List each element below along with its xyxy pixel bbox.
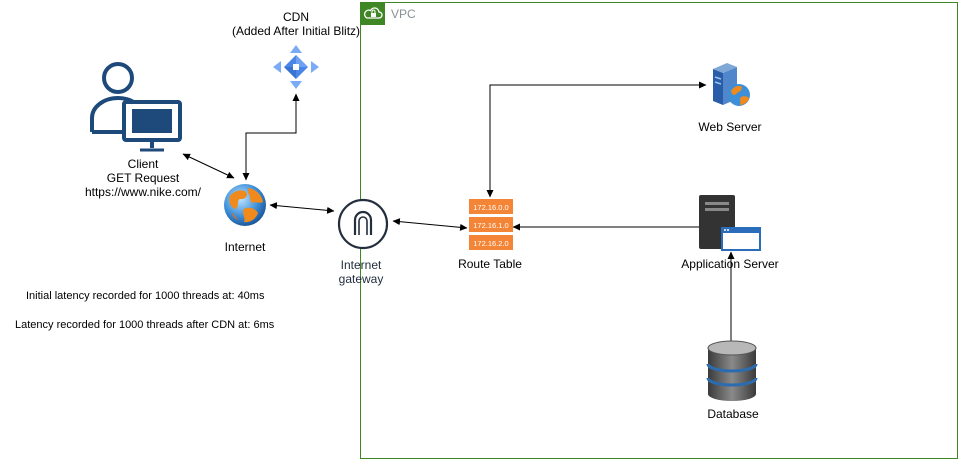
application-server-icon	[697, 193, 763, 251]
internet-cdn-connector	[242, 93, 300, 181]
web-server-label: Web Server	[698, 120, 762, 134]
user-desktop-icon	[88, 62, 184, 152]
route-table-label: Route Table	[458, 257, 522, 271]
latency-note-initial: Initial latency recorded for 1000 thread…	[26, 290, 265, 302]
cdn-subtitle: (Added After Initial Blitz)	[231, 24, 361, 38]
client-request: GET Request	[106, 171, 180, 185]
route-table-icon: 172.16.0.0 172.16.1.0 172.16.2.0	[469, 199, 513, 251]
globe-icon	[222, 182, 268, 228]
gateway-label: Internet gateway	[321, 258, 401, 286]
latency-note-after-cdn: Latency recorded for 1000 threads after …	[15, 319, 275, 331]
route-row-1: 172.16.0.0	[473, 203, 508, 212]
route-row-2: 172.16.1.0	[473, 221, 508, 230]
gateway-label-line2: gateway	[338, 272, 384, 286]
client-internet-connector	[182, 153, 235, 179]
gateway-arch-icon	[335, 196, 391, 252]
cdn-label: CDN (Added After Initial Blitz)	[226, 10, 366, 38]
client-name: Client	[127, 157, 159, 171]
internet-gateway-connector	[269, 202, 335, 214]
cloud-lock-icon	[361, 3, 385, 25]
client-label: Client GET Request https://www.nike.com/	[73, 157, 213, 199]
vpc-label: VPC	[391, 7, 416, 21]
route-row-3: 172.16.2.0	[473, 239, 508, 248]
gateway-label-line1: Internet	[340, 258, 382, 272]
internet-label: Internet	[224, 240, 266, 254]
cdn-title: CDN	[283, 10, 309, 24]
app-server-label: Application Server	[681, 257, 779, 271]
web-server-icon	[709, 61, 753, 109]
database-label: Database	[707, 407, 759, 421]
gateway-routetable-connector	[392, 218, 468, 231]
client-url: https://www.nike.com/	[84, 185, 202, 199]
routetable-webserver-connector	[486, 81, 707, 198]
cdn-diamond-icon	[271, 43, 321, 91]
database-icon	[706, 340, 758, 402]
